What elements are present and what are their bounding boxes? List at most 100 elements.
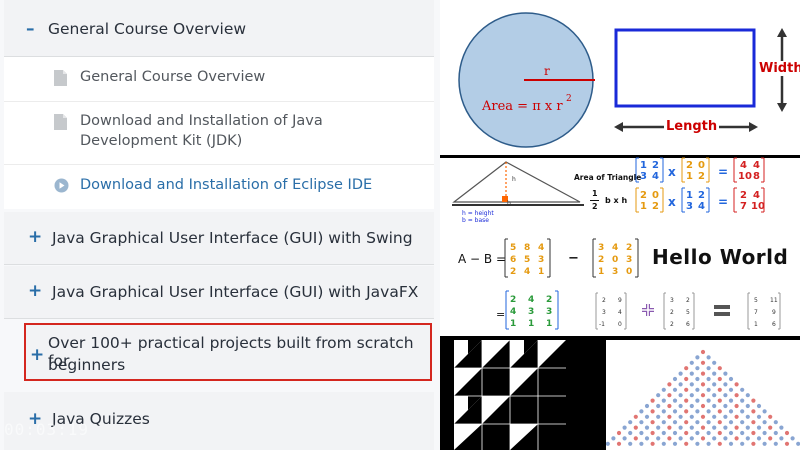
svg-text:4: 4 — [538, 243, 544, 253]
svg-text:7: 7 — [740, 201, 747, 212]
section-title: Java Graphical User Interface (GUI) with… — [52, 283, 419, 301]
svg-text:1: 1 — [686, 171, 693, 182]
svg-text:-1: -1 — [599, 321, 605, 328]
svg-text:4: 4 — [612, 243, 618, 253]
section-title: Java Quizzes — [52, 410, 150, 428]
svg-text:2: 2 — [598, 255, 604, 265]
geometry-panel: r Area = π x r 2 Width Length — [440, 0, 800, 155]
video-timestamp: 00:03:19 — [4, 420, 90, 439]
svg-text:6: 6 — [772, 321, 776, 328]
half-numerator: 1 — [592, 189, 598, 198]
section-practical-projects[interactable]: + Over 100+ practical projects built fro… — [24, 323, 432, 381]
svg-text:2: 2 — [510, 267, 516, 277]
svg-text:3: 3 — [640, 171, 647, 182]
pascal-triangle-image — [605, 340, 800, 450]
math-panel: h b h = height b = base Area of Triangle… — [440, 157, 800, 336]
svg-text:7: 7 — [754, 309, 758, 316]
svg-text:2: 2 — [698, 171, 705, 182]
svg-text:2: 2 — [546, 295, 552, 305]
hello-world-text: Hello World — [652, 245, 789, 269]
section-title-line2: beginners — [48, 356, 126, 374]
expand-icon[interactable]: + — [28, 409, 43, 429]
matrix-equation-label: A − B = — [458, 252, 506, 266]
half-denominator: 2 — [592, 202, 598, 211]
svg-text:4: 4 — [618, 309, 622, 316]
svg-text:0: 0 — [618, 321, 622, 328]
section-title: General Course Overview — [48, 20, 247, 38]
lecture-item-active[interactable]: Download and Installation of Eclipse IDE — [4, 165, 434, 209]
svg-text:3: 3 — [626, 255, 632, 265]
circle-formula: Area = π x r — [482, 99, 563, 114]
svg-text:x: x — [668, 165, 676, 179]
section-java-quizzes[interactable]: + Java Quizzes — [4, 392, 434, 450]
collapse-icon[interactable]: – — [26, 19, 35, 39]
svg-text:5: 5 — [686, 309, 690, 316]
svg-text:0: 0 — [652, 190, 659, 201]
area-of-triangle-label: Area of Triangle — [574, 173, 642, 182]
svg-text:1: 1 — [510, 319, 516, 329]
svg-text:3: 3 — [602, 309, 606, 316]
section-gui-swing[interactable]: + Java Graphical User Interface (GUI) wi… — [4, 212, 434, 265]
svg-text:1: 1 — [640, 160, 647, 171]
svg-text:0: 0 — [612, 255, 618, 265]
svg-text:10: 10 — [751, 201, 765, 212]
triangle-pattern-image — [454, 340, 566, 450]
lecture-item[interactable]: General Course Overview — [4, 57, 434, 102]
svg-text:1: 1 — [546, 319, 552, 329]
expand-icon[interactable]: + — [28, 281, 43, 301]
length-label: Length — [664, 119, 720, 134]
svg-text:2: 2 — [510, 295, 516, 305]
lecture-title-line1: Download and Installation of Java — [80, 113, 323, 129]
course-curriculum-panel: – General Course Overview General Course… — [0, 0, 440, 450]
b-times-h: b x h — [605, 196, 628, 205]
play-icon — [54, 178, 69, 193]
svg-text:4: 4 — [510, 307, 516, 317]
section-gui-javafx[interactable]: + Java Graphical User Interface (GUI) wi… — [4, 266, 434, 319]
svg-text:1: 1 — [754, 321, 758, 328]
svg-text:9: 9 — [772, 309, 776, 316]
svg-text:1: 1 — [598, 267, 604, 277]
svg-text:2: 2 — [602, 297, 606, 304]
svg-text:4: 4 — [753, 190, 760, 201]
svg-text:4: 4 — [753, 160, 760, 171]
svg-text:1: 1 — [528, 319, 534, 329]
triangle-height-label: h — [512, 176, 516, 183]
svg-text:4: 4 — [652, 171, 659, 182]
document-icon — [54, 70, 67, 86]
svg-text:2: 2 — [640, 190, 647, 201]
lecture-item[interactable]: Download and Installation of Java Develo… — [4, 102, 434, 165]
svg-text:2: 2 — [740, 190, 747, 201]
document-icon — [54, 114, 67, 130]
svg-text:2: 2 — [686, 160, 693, 171]
svg-text:4: 4 — [528, 295, 534, 305]
triangle-legend-base: b = base — [462, 217, 489, 224]
rectangle-illustration — [614, 28, 787, 132]
expand-icon[interactable]: + — [28, 227, 43, 247]
lecture-title: General Course Overview — [80, 69, 266, 85]
svg-text:5: 5 — [510, 243, 516, 253]
svg-text:=: = — [718, 165, 728, 179]
svg-text:2: 2 — [652, 201, 659, 212]
svg-text:3: 3 — [538, 255, 544, 265]
radius-label: r — [544, 64, 550, 78]
svg-text:3: 3 — [686, 201, 693, 212]
svg-text:10: 10 — [738, 171, 752, 182]
svg-text:=: = — [718, 195, 728, 209]
svg-text:1: 1 — [538, 267, 544, 277]
svg-text:0: 0 — [626, 267, 632, 277]
svg-text:2: 2 — [626, 243, 632, 253]
svg-text:6: 6 — [510, 255, 516, 265]
circle-formula-exponent: 2 — [566, 94, 572, 104]
triangle-illustration — [452, 161, 584, 206]
svg-text:2: 2 — [652, 160, 659, 171]
section-title: Java Graphical User Interface (GUI) with… — [52, 229, 413, 247]
expand-icon[interactable]: + — [30, 345, 45, 365]
svg-text:1: 1 — [640, 201, 647, 212]
section-general-course-overview[interactable]: – General Course Overview — [4, 0, 434, 57]
lecture-title: Download and Installation of Eclipse IDE — [80, 177, 373, 193]
svg-text:x: x — [668, 195, 676, 209]
course-preview-collage: r Area = π x r 2 Width Length h b h = he… — [440, 0, 800, 450]
svg-text:0: 0 — [698, 160, 705, 171]
